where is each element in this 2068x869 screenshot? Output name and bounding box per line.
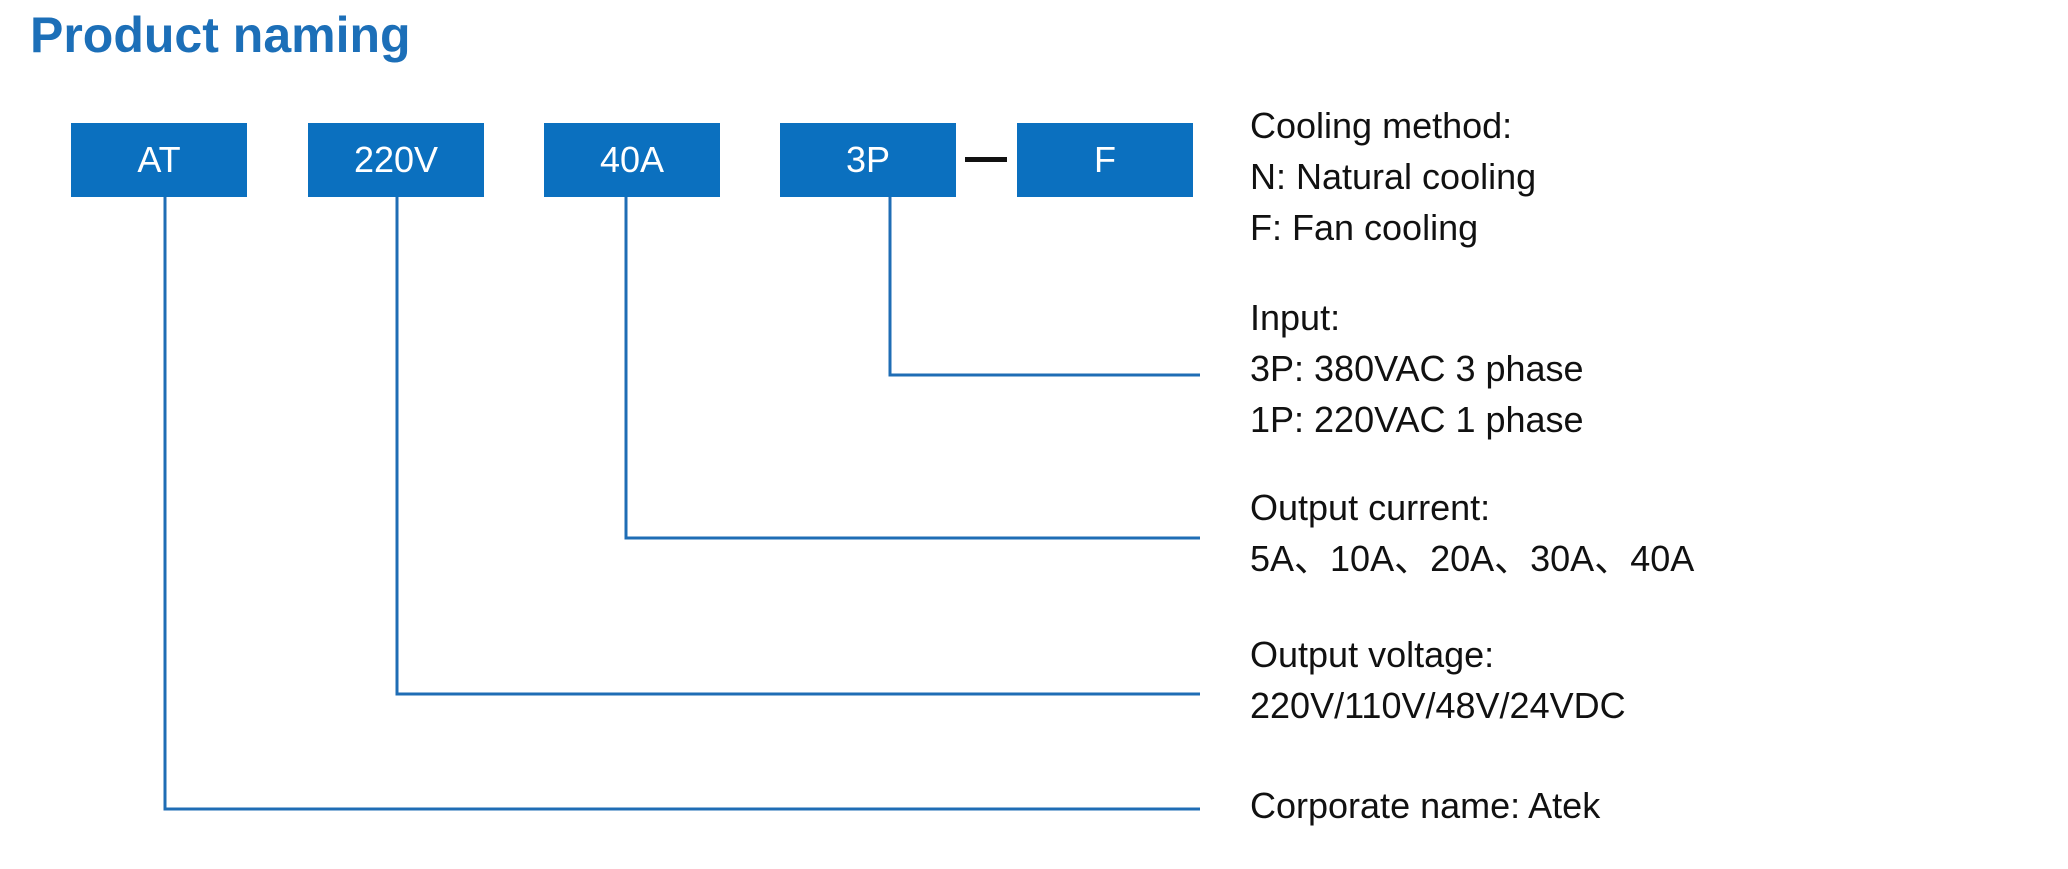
connector-input — [888, 197, 1200, 377]
desc-output-voltage-values: 220V/110V/48V/24VDC — [1250, 685, 1626, 726]
desc-cooling-option-natural: N: Natural cooling — [1250, 156, 1537, 197]
desc-output-voltage: Output voltage: 220V/110V/48V/24VDC — [1250, 629, 1626, 731]
desc-corporate-name: Corporate name: Atek — [1250, 780, 1600, 831]
code-segment-cooling: F — [1017, 123, 1193, 197]
code-segment-corporate: AT — [71, 123, 247, 197]
desc-cooling-heading: Cooling method: — [1250, 105, 1513, 146]
connector-output-voltage — [395, 197, 1200, 696]
desc-input-heading: Input: — [1250, 297, 1341, 338]
connector-corporate — [163, 197, 1200, 811]
code-separator-dash — [965, 157, 1007, 162]
desc-output-current-heading: Output current: — [1250, 487, 1491, 528]
desc-cooling-option-fan: F: Fan cooling — [1250, 207, 1479, 248]
desc-input-option-1p: 1P: 220VAC 1 phase — [1250, 399, 1584, 440]
desc-output-voltage-heading: Output voltage: — [1250, 634, 1495, 675]
page-title: Product naming — [30, 7, 411, 63]
desc-corporate-heading: Corporate name: Atek — [1250, 785, 1601, 826]
desc-output-current: Output current: 5A、10A、20A、30A、40A — [1250, 482, 1694, 584]
desc-output-current-values: 5A、10A、20A、30A、40A — [1250, 538, 1695, 579]
desc-input: Input: 3P: 380VAC 3 phase 1P: 220VAC 1 p… — [1250, 292, 1584, 445]
code-segment-voltage: 220V — [308, 123, 484, 197]
desc-cooling-method: Cooling method: N: Natural cooling F: Fa… — [1250, 100, 1536, 253]
code-segment-current: 40A — [544, 123, 720, 197]
desc-input-option-3p: 3P: 380VAC 3 phase — [1250, 348, 1584, 389]
connector-output-current — [624, 197, 1200, 540]
code-segment-input: 3P — [780, 123, 956, 197]
